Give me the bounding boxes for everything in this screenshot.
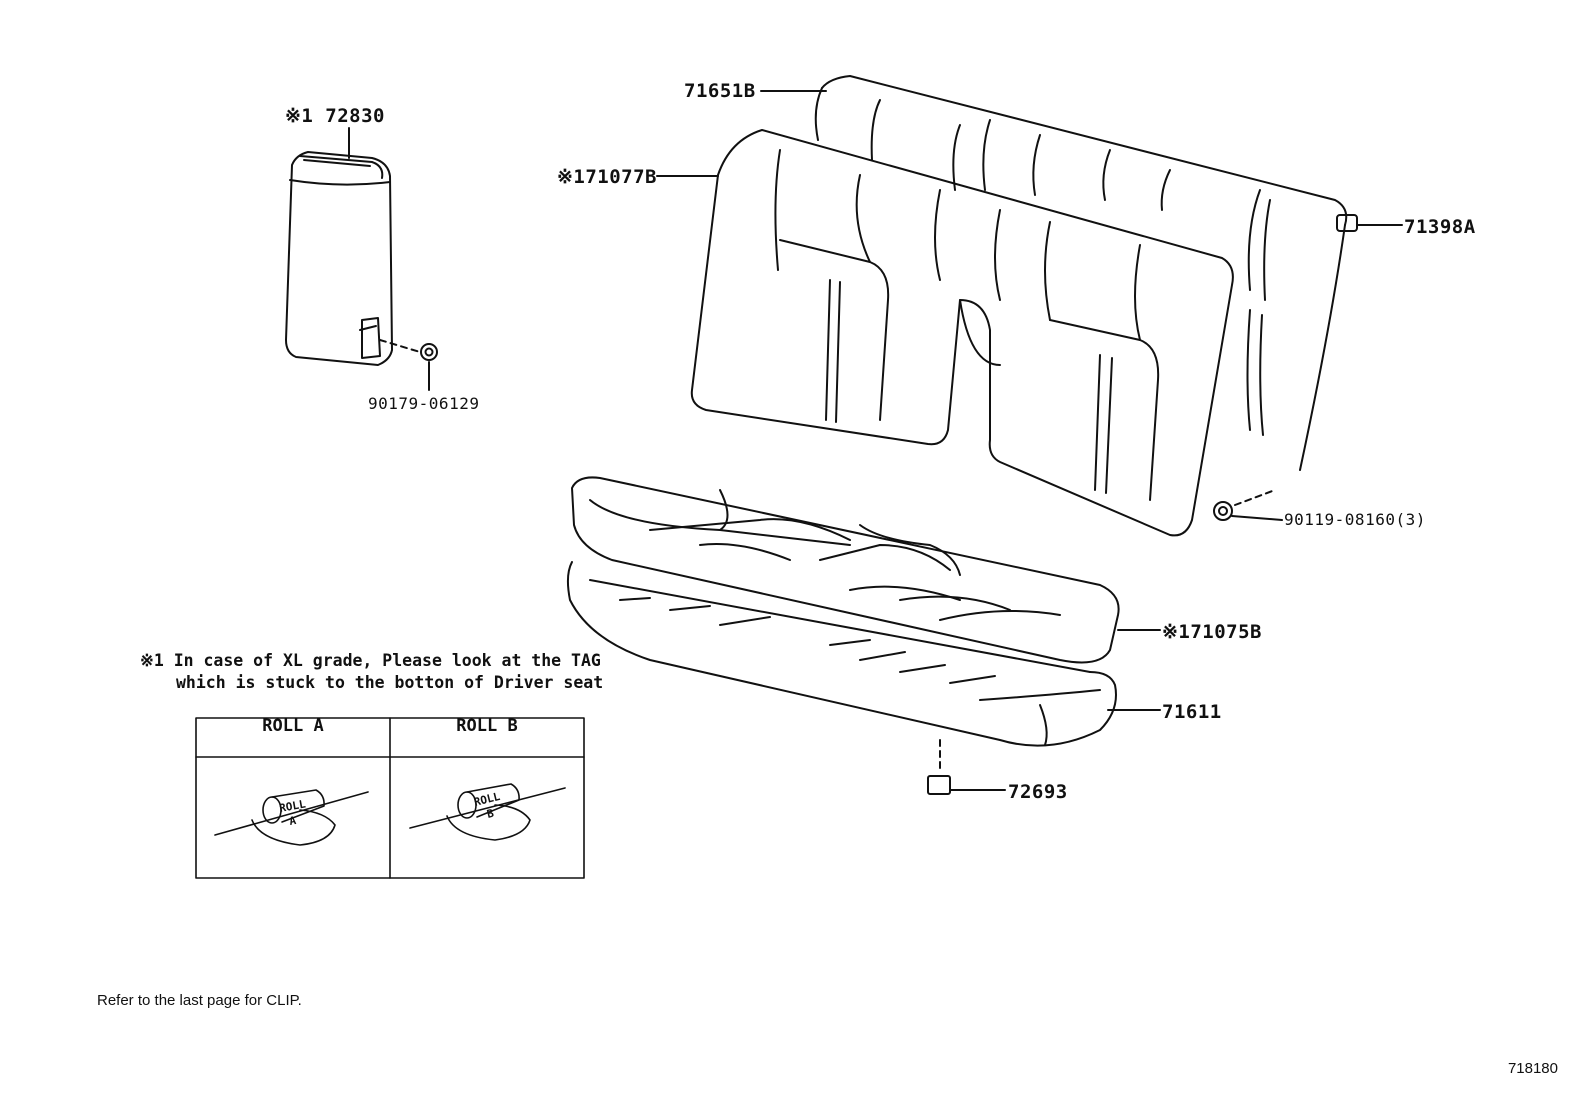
roll-table — [195, 717, 585, 879]
note-line-2: which is stuck to the botton of Driver s… — [176, 673, 604, 692]
roll-b-header: ROLL B — [456, 716, 518, 736]
page-id: 718180 — [1507, 1060, 1558, 1077]
bolt-drawing — [1213, 489, 1283, 521]
label-back-cover: ※171077B — [557, 166, 657, 188]
label-armrest: ※1 72830 — [285, 105, 385, 127]
xl-grade-note: ※1 In case of XL grade, Please look at t… — [140, 650, 603, 694]
armrest-nut-drawing — [379, 339, 438, 391]
label-cushion-frame: 71611 — [1162, 701, 1222, 723]
armrest-drawing — [285, 151, 393, 366]
note-line-1: ※1 In case of XL grade, Please look at t… — [140, 651, 601, 670]
label-cushion-cover: ※171075B — [1162, 621, 1262, 643]
label-bolt: 90119-08160(3) — [1284, 510, 1426, 529]
back-cover-drawing — [690, 129, 1234, 537]
back-frame-drawing — [814, 75, 1348, 471]
roll-b-tag-letter: B — [486, 807, 496, 821]
roll-a-tag-text: ROLL — [278, 797, 307, 814]
cushion-cover-drawing — [571, 476, 1120, 664]
pad-drawing — [927, 739, 1006, 795]
refer-note: Refer to the last page for CLIP. — [97, 992, 302, 1009]
cushion-frame-drawing — [566, 561, 1117, 747]
roll-a-tag-letter: A — [288, 814, 297, 828]
roll-a-header: ROLL A — [262, 716, 324, 736]
label-back-frame: 71651B — [684, 80, 756, 102]
label-clip: 71398A — [1404, 216, 1476, 238]
label-pad: 72693 — [1008, 781, 1068, 803]
roll-b-tag-text: ROLL — [473, 790, 502, 809]
clip-drawing — [1336, 214, 1403, 232]
label-armrest-nut: 90179-06129 — [368, 394, 480, 413]
